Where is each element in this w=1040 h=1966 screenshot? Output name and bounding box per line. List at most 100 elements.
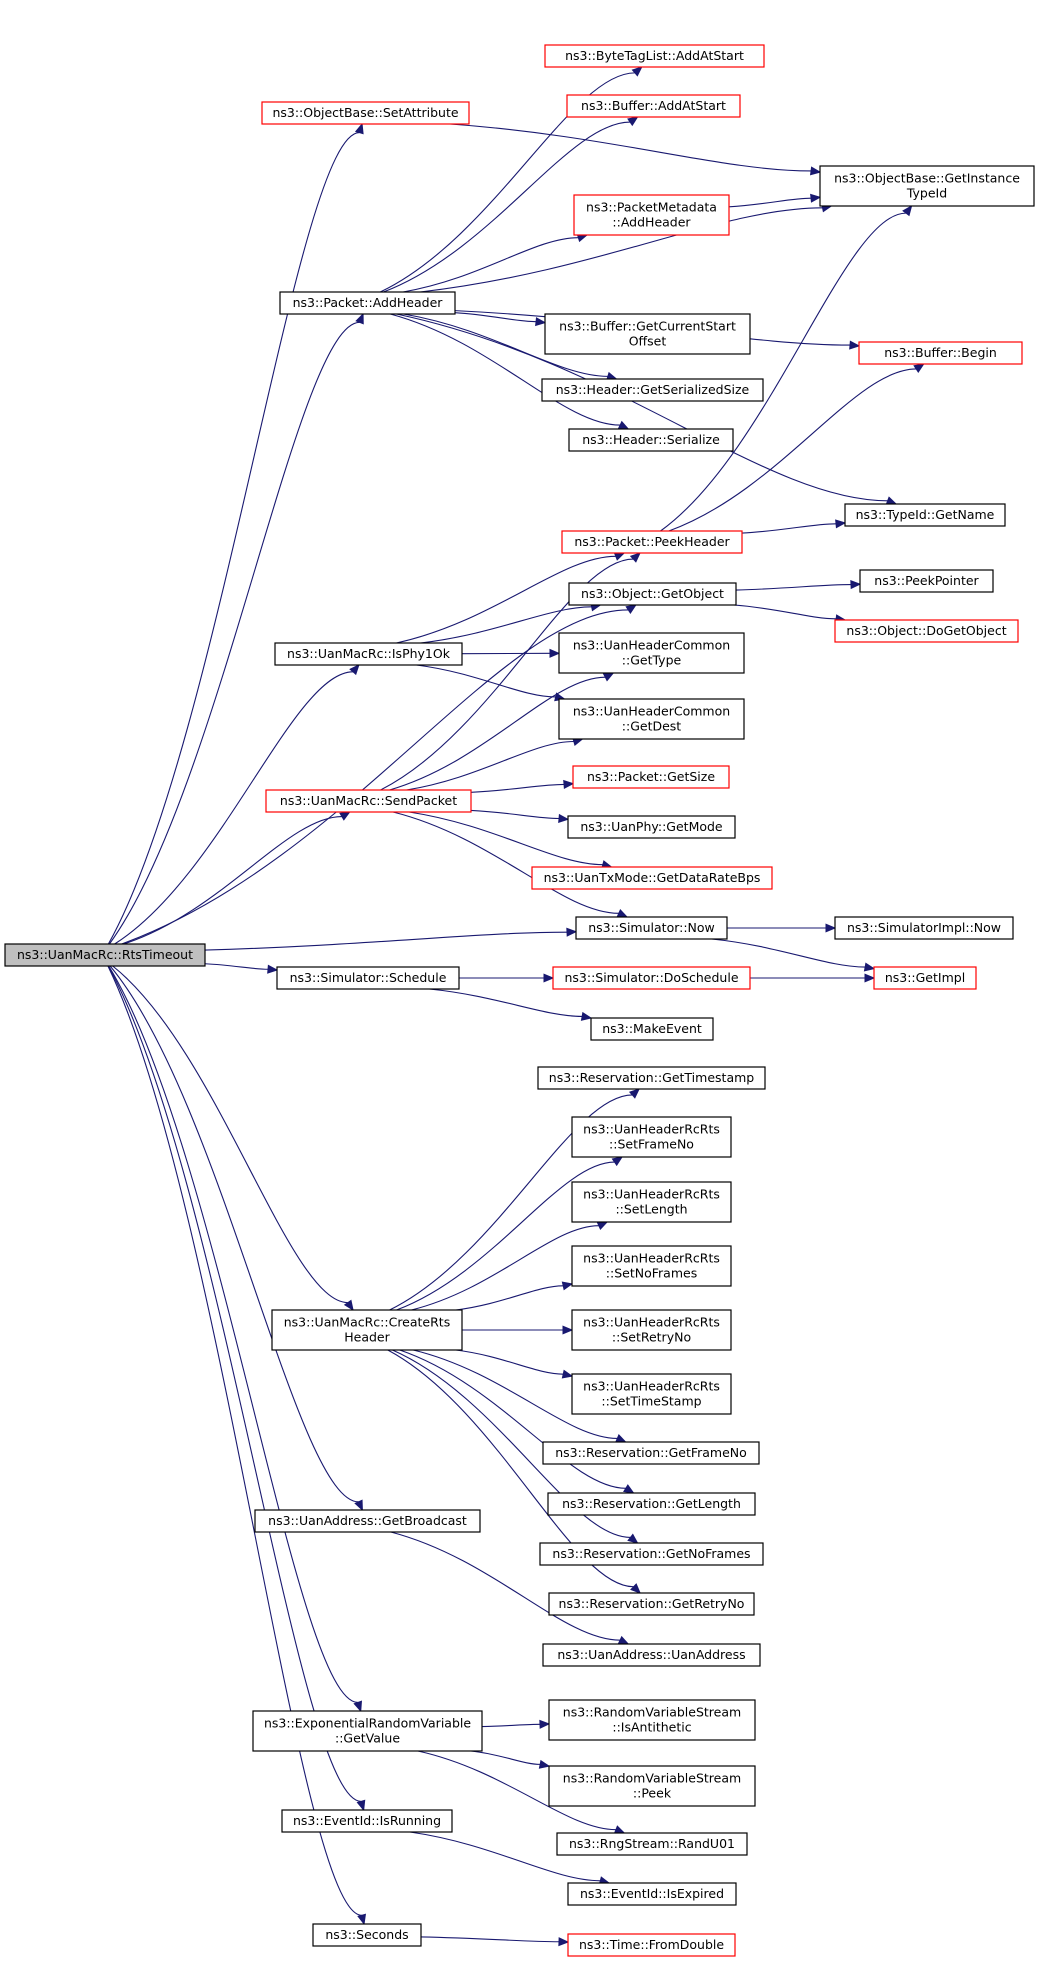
node-box[interactable]: [279, 291, 456, 315]
node-rvs_peek[interactable]: ns3::RandomVariableStream::Peek: [548, 1765, 756, 1807]
node-reservation_gettimestamp[interactable]: ns3::Reservation::GetTimestamp: [537, 1066, 766, 1090]
node-box[interactable]: [558, 698, 745, 740]
node-box[interactable]: [819, 165, 1035, 207]
node-box[interactable]: [590, 1017, 714, 1041]
node-packetmetadata_addheader[interactable]: ns3::PacketMetadata::AddHeader: [573, 194, 730, 236]
node-box[interactable]: [571, 1309, 732, 1351]
node-reservation_getframeno[interactable]: ns3::Reservation::GetFrameNo: [542, 1441, 760, 1465]
node-box[interactable]: [571, 1116, 732, 1158]
node-seconds[interactable]: ns3::Seconds: [312, 1923, 422, 1947]
node-setattribute[interactable]: ns3::ObjectBase::SetAttribute: [261, 101, 470, 125]
node-rvs_isantithetic[interactable]: ns3::RandomVariableStream::IsAntithetic: [548, 1699, 756, 1741]
node-box[interactable]: [4, 943, 206, 967]
node-reservation_getlength[interactable]: ns3::Reservation::GetLength: [547, 1492, 756, 1516]
node-packet_peekheader[interactable]: ns3::Packet::PeekHeader: [561, 530, 743, 554]
node-object_getobject[interactable]: ns3::Object::GetObject: [568, 582, 737, 606]
node-uantxmode_getdataratebps[interactable]: ns3::UanTxMode::GetDataRateBps: [531, 866, 773, 890]
node-box[interactable]: [558, 632, 745, 674]
node-sendpacket[interactable]: ns3::UanMacRc::SendPacket: [265, 789, 472, 813]
node-box[interactable]: [573, 194, 730, 236]
node-rcrts_settimestamp[interactable]: ns3::UanHeaderRcRts::SetTimeStamp: [571, 1373, 732, 1415]
node-exprv_getvalue[interactable]: ns3::ExponentialRandomVariable::GetValue: [252, 1710, 483, 1752]
node-simulator_doschedule[interactable]: ns3::Simulator::DoSchedule: [552, 966, 751, 990]
node-rcrts_setlength[interactable]: ns3::UanHeaderRcRts::SetLength: [571, 1181, 732, 1223]
node-makeevent[interactable]: ns3::MakeEvent: [590, 1017, 714, 1041]
node-box[interactable]: [567, 1933, 736, 1957]
node-header_getserializedsize[interactable]: ns3::Header::GetSerializedSize: [541, 378, 764, 402]
node-box[interactable]: [552, 966, 751, 990]
node-box[interactable]: [265, 789, 472, 813]
node-box[interactable]: [571, 1245, 732, 1287]
node-box[interactable]: [575, 916, 728, 940]
node-box[interactable]: [544, 44, 765, 68]
node-simulatorimpl_now[interactable]: ns3::SimulatorImpl::Now: [834, 916, 1014, 940]
node-box[interactable]: [859, 569, 994, 593]
node-packet_addheader[interactable]: ns3::Packet::AddHeader: [279, 291, 456, 315]
node-box[interactable]: [542, 1441, 760, 1465]
node-uanheadercommon_gettype[interactable]: ns3::UanHeaderCommon::GetType: [558, 632, 745, 674]
node-isphy1ok[interactable]: ns3::UanMacRc::IsPhy1Ok: [274, 642, 463, 666]
node-buffer_addatstart[interactable]: ns3::Buffer::AddAtStart: [566, 94, 741, 118]
node-box[interactable]: [537, 1066, 766, 1090]
node-reservation_getnoframes[interactable]: ns3::Reservation::GetNoFrames: [539, 1542, 764, 1566]
node-eventid_isrunning[interactable]: ns3::EventId::IsRunning: [281, 1809, 453, 1833]
node-box[interactable]: [834, 619, 1019, 643]
node-box[interactable]: [548, 1765, 756, 1807]
node-box[interactable]: [548, 1592, 755, 1616]
node-box[interactable]: [541, 378, 764, 402]
node-box[interactable]: [567, 815, 736, 839]
node-box[interactable]: [566, 94, 741, 118]
node-box[interactable]: [873, 966, 977, 990]
node-bytetaglist_addatstart[interactable]: ns3::ByteTagList::AddAtStart: [544, 44, 765, 68]
node-reservation_getretryno[interactable]: ns3::Reservation::GetRetryNo: [548, 1592, 755, 1616]
node-rtstimeout[interactable]: ns3::UanMacRc::RtsTimeout: [4, 943, 206, 967]
node-rcrts_setretryno[interactable]: ns3::UanHeaderRcRts::SetRetryNo: [571, 1309, 732, 1351]
node-time_fromdouble[interactable]: ns3::Time::FromDouble: [567, 1933, 736, 1957]
node-getbroadcast[interactable]: ns3::UanAddress::GetBroadcast: [254, 1509, 481, 1533]
node-box[interactable]: [834, 916, 1014, 940]
node-box[interactable]: [844, 503, 1006, 527]
node-box[interactable]: [252, 1710, 483, 1752]
node-simulator_schedule[interactable]: ns3::Simulator::Schedule: [276, 966, 460, 990]
node-box[interactable]: [567, 1882, 737, 1906]
node-box[interactable]: [572, 765, 730, 789]
node-box[interactable]: [531, 866, 773, 890]
node-getimpl[interactable]: ns3::GetImpl: [873, 966, 977, 990]
node-box[interactable]: [276, 966, 460, 990]
node-peekpointer[interactable]: ns3::PeekPointer: [859, 569, 994, 593]
node-box[interactable]: [544, 313, 751, 355]
node-uanphy_getmode[interactable]: ns3::UanPhy::GetMode: [567, 815, 736, 839]
node-box[interactable]: [561, 530, 743, 554]
node-box[interactable]: [274, 642, 463, 666]
node-box[interactable]: [271, 1309, 463, 1351]
node-box[interactable]: [858, 341, 1023, 365]
node-box[interactable]: [281, 1809, 453, 1833]
node-rcrts_setnoframes[interactable]: ns3::UanHeaderRcRts::SetNoFrames: [571, 1245, 732, 1287]
node-box[interactable]: [547, 1492, 756, 1516]
node-box[interactable]: [568, 582, 737, 606]
node-box[interactable]: [571, 1373, 732, 1415]
node-box[interactable]: [254, 1509, 481, 1533]
node-box[interactable]: [539, 1542, 764, 1566]
node-packet_getsize[interactable]: ns3::Packet::GetSize: [572, 765, 730, 789]
node-box[interactable]: [556, 1832, 748, 1856]
node-box[interactable]: [568, 428, 734, 452]
node-typeid_getname[interactable]: ns3::TypeId::GetName: [844, 503, 1006, 527]
node-box[interactable]: [312, 1923, 422, 1947]
node-rngstream_randu01[interactable]: ns3::RngStream::RandU01: [556, 1832, 748, 1856]
node-object_dogetobject[interactable]: ns3::Object::DoGetObject: [834, 619, 1019, 643]
node-box[interactable]: [548, 1699, 756, 1741]
node-header_serialize[interactable]: ns3::Header::Serialize: [568, 428, 734, 452]
node-simulator_now[interactable]: ns3::Simulator::Now: [575, 916, 728, 940]
node-box[interactable]: [571, 1181, 732, 1223]
node-box[interactable]: [261, 101, 470, 125]
node-buffer_begin[interactable]: ns3::Buffer::Begin: [858, 341, 1023, 365]
node-box[interactable]: [542, 1643, 761, 1667]
node-rcrts_setframeno[interactable]: ns3::UanHeaderRcRts::SetFrameNo: [571, 1116, 732, 1158]
node-uanheadercommon_getdest[interactable]: ns3::UanHeaderCommon::GetDest: [558, 698, 745, 740]
node-eventid_isexpired[interactable]: ns3::EventId::IsExpired: [567, 1882, 737, 1906]
node-uanaddress_ctor[interactable]: ns3::UanAddress::UanAddress: [542, 1643, 761, 1667]
